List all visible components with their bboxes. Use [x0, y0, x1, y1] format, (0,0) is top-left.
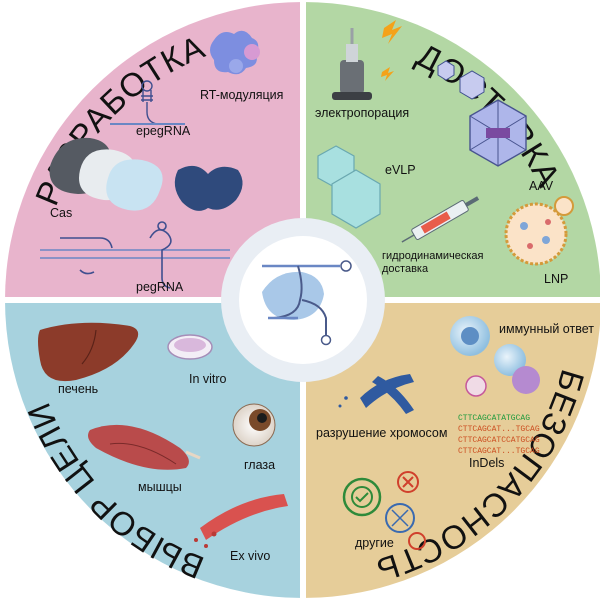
label-electroporation: электропорация [315, 106, 409, 120]
lnp-icon [504, 196, 574, 266]
label-eyes: глаза [244, 458, 275, 472]
rt-protein-icon [210, 30, 260, 75]
target-icon [342, 471, 426, 550]
label-muscles: мышцы [138, 480, 182, 494]
label-chromosome-destruction: разрушение хромосом [316, 426, 447, 440]
label-aav: AAV [529, 179, 554, 193]
petri-dish-icon [167, 334, 213, 360]
sequence-2: CTTCAGCAT...TGCAG [458, 425, 540, 434]
muscle-icon [88, 424, 201, 470]
label-immune-response: иммунный ответ [499, 322, 594, 336]
sequence-3: CTTCAGCATCCATGCAG [458, 436, 540, 445]
label-pegrna: pegRNA [136, 280, 184, 294]
epegrna-icon [110, 80, 185, 125]
sequence-4: CTTCAGCAT...TGCAG [458, 447, 540, 456]
label-epegrna: epegRNA [136, 124, 191, 138]
label-other: другие [355, 536, 394, 550]
label-liver: печень [58, 382, 98, 396]
label-cas: Cas [50, 206, 72, 220]
eye-icon [232, 403, 276, 447]
sequence-1: CTTCAGCATATGCAG [458, 414, 530, 423]
electroporator-icon [332, 28, 372, 100]
label-hydro-line2: доставка [382, 263, 429, 275]
pegrna-icon [40, 221, 230, 289]
label-evlp: eVLP [385, 163, 416, 177]
label-indels: InDels [469, 456, 504, 470]
label-in-vitro: In vitro [189, 372, 227, 386]
label-lnp: LNP [544, 272, 568, 286]
indel-sequences: CTTCAGCATATGCAG CTTCAGCAT...TGCAG CTTCAG… [458, 414, 540, 456]
small-capsid-icons [437, 60, 485, 100]
cas-protein-icon [49, 137, 163, 211]
liver-icon [38, 322, 139, 382]
aav-capsid-icon [469, 99, 527, 167]
label-ex-vivo: Ex vivo [230, 549, 270, 563]
label-rt-modulation: RT-модуляция [200, 88, 283, 102]
chromosome-icon [338, 374, 414, 414]
label-hydro-line1: гидродинамическая [382, 250, 484, 262]
lightning-icon [381, 20, 402, 81]
evlp-capsid-icon [317, 145, 381, 229]
dna-icon [385, 503, 415, 533]
prime-editor-center-icon [262, 260, 352, 346]
syringe-icon [401, 196, 480, 243]
blood-vessel-icon [194, 494, 288, 548]
immune-cells-icon [450, 316, 540, 397]
cas-dark-protein-icon [174, 165, 243, 211]
